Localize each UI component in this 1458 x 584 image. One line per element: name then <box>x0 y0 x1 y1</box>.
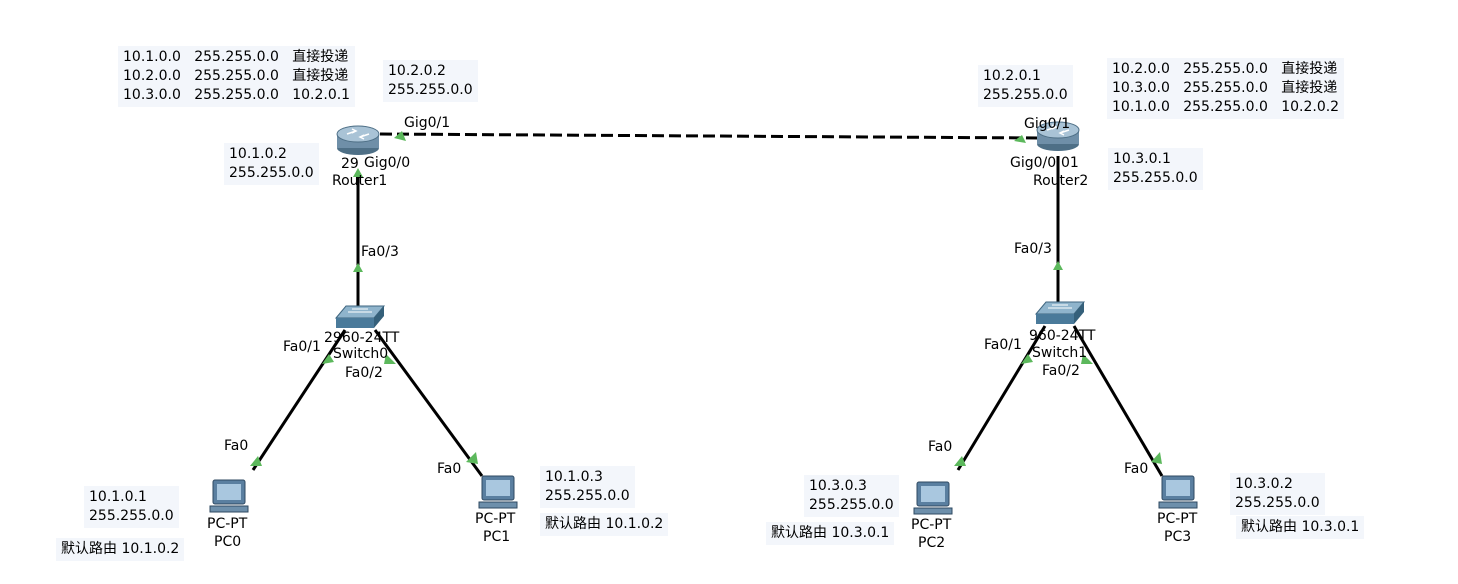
router2-gig01-address-note: 10.2.0.1 255.255.0.0 <box>978 65 1073 107</box>
router2-routing-table-note: 10.2.0.0 255.255.0.0 直接投递 10.3.0.0 255.2… <box>1107 58 1345 119</box>
router1-gig00-label: Gig0/0 <box>364 155 411 171</box>
pc3-address-note: 10.3.0.2 255.255.0.0 <box>1230 473 1325 515</box>
switch0-fa02-label: Fa0/2 <box>345 365 383 381</box>
pc1-icon[interactable] <box>478 475 518 509</box>
pc1-name-label: PC1 <box>483 529 511 545</box>
router1-gig01-label: Gig0/1 <box>404 115 451 131</box>
router1-routing-table-note: 10.1.0.0 255.255.0.0 直接投递 10.2.0.0 255.2… <box>118 46 356 107</box>
router2-gig00-label: Gig0/0 <box>1010 155 1057 171</box>
status-triangle <box>1151 452 1162 464</box>
router2-name-label: Router2 <box>1033 173 1089 189</box>
link-switch1-pc2[interactable] <box>956 325 1047 471</box>
router2-icon[interactable] <box>1036 121 1080 151</box>
router2-model-label: 01 <box>1061 155 1079 171</box>
pc1-address-note: 10.1.0.3 255.255.0.0 <box>540 466 635 508</box>
pc2-fa0-label: Fa0 <box>928 439 953 455</box>
switch1-name-label: Switch1 <box>1032 345 1088 361</box>
switch1-fa01-label: Fa0/1 <box>984 337 1022 353</box>
router1-icon[interactable] <box>336 125 380 155</box>
status-triangle <box>250 456 262 466</box>
pc0-name-label: PC0 <box>214 534 242 550</box>
pc0-gateway-note: 默认路由 10.1.0.2 <box>56 538 185 561</box>
switch0-fa01-label: Fa0/1 <box>283 339 321 355</box>
status-triangle <box>1021 354 1033 364</box>
link-switch0-pc0[interactable] <box>251 329 347 471</box>
pc0-icon[interactable] <box>209 479 249 513</box>
status-triangle <box>1081 354 1093 364</box>
router1-name-label: Router1 <box>332 173 388 189</box>
link-switch0-pc1[interactable] <box>373 329 484 477</box>
status-triangle <box>954 456 966 466</box>
router1-gig01-address-note: 10.2.0.2 255.255.0.0 <box>383 60 478 102</box>
router2-gig01-label: Gig0/1 <box>1024 116 1071 132</box>
pc1-fa0-label: Fa0 <box>437 461 462 477</box>
pc2-name-label: PC2 <box>918 535 946 551</box>
switch1-model-label: 960-24TT <box>1029 328 1096 344</box>
status-triangle <box>353 263 363 272</box>
link-switch1-pc3[interactable] <box>1072 325 1164 477</box>
switch0-model-label: 2960-24TT <box>324 330 400 346</box>
status-triangle <box>384 354 396 364</box>
pc2-address-note: 10.3.0.3 255.255.0.0 <box>804 475 899 517</box>
pc0-address-note: 10.1.0.1 255.255.0.0 <box>84 486 179 528</box>
status-triangle <box>1053 261 1063 270</box>
pc0-fa0-label: Fa0 <box>224 438 249 454</box>
pc3-gateway-note: 默认路由 10.3.0.1 <box>1236 516 1365 539</box>
link-router1-router2[interactable] <box>379 132 1041 140</box>
status-triangle <box>1014 135 1026 143</box>
pc2-gateway-note: 默认路由 10.3.0.1 <box>766 522 895 545</box>
pc1-gateway-note: 默认路由 10.1.0.2 <box>540 513 669 536</box>
pc3-icon[interactable] <box>1158 475 1198 509</box>
status-triangle <box>394 131 406 141</box>
status-triangle <box>466 452 478 464</box>
pc0-model-label: PC-PT <box>207 516 248 532</box>
switch1-fa02-label: Fa0/2 <box>1042 363 1080 379</box>
status-triangle <box>322 354 334 364</box>
switch0-fa03-label: Fa0/3 <box>361 244 399 260</box>
link-status-indicators <box>250 131 1162 466</box>
switch1-fa03-label: Fa0/3 <box>1014 241 1052 257</box>
pc3-model-label: PC-PT <box>1157 511 1198 527</box>
pc2-icon[interactable] <box>913 481 953 515</box>
switch0-icon[interactable] <box>334 305 386 328</box>
pc3-fa0-label: Fa0 <box>1124 461 1149 477</box>
router1-model-label: 29 <box>341 156 359 172</box>
switch1-icon[interactable] <box>1034 301 1086 324</box>
router2-gig00-address-note: 10.3.0.1 255.255.0.0 <box>1108 148 1203 190</box>
pc2-model-label: PC-PT <box>911 517 952 533</box>
switch0-name-label: Switch0 <box>333 346 389 362</box>
router1-gig00-address-note: 10.1.0.2 255.255.0.0 <box>224 143 319 185</box>
pc3-name-label: PC3 <box>1164 529 1192 545</box>
pc1-model-label: PC-PT <box>475 511 516 527</box>
status-triangle <box>353 168 363 177</box>
